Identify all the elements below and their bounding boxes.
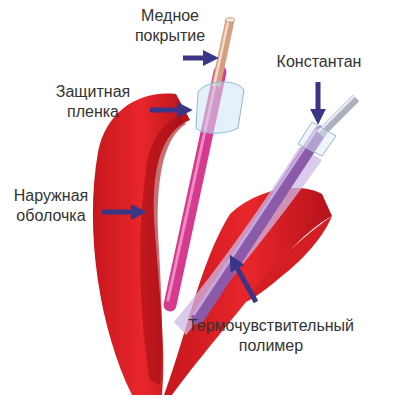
protective-film: [298, 122, 336, 156]
part-label: Медное покрытие: [118, 6, 222, 46]
part-label: Термочувствительный полимер: [168, 316, 374, 356]
leader-arrow: [236, 266, 256, 302]
copper-wire-end: [226, 18, 235, 22]
leader-arrow: [316, 82, 321, 112]
part-label: Наружная оболочка: [2, 186, 100, 226]
leader-arrow: [150, 108, 180, 113]
copper-wire-highlight: [214, 22, 228, 86]
copper-wire: [216, 20, 230, 86]
part-label: Константан: [254, 52, 384, 72]
part-label: Защитная пленка: [40, 82, 146, 122]
leader-arrow: [183, 56, 206, 61]
constantan-wire: [320, 98, 356, 134]
constantan-wire-highlight: [318, 96, 354, 132]
constantan-insulation: [198, 132, 320, 318]
constantan-insulation-highlight: [194, 130, 316, 314]
protective-film: [196, 82, 244, 133]
outer-sheath: [93, 94, 190, 395]
leader-arrow: [102, 210, 134, 215]
